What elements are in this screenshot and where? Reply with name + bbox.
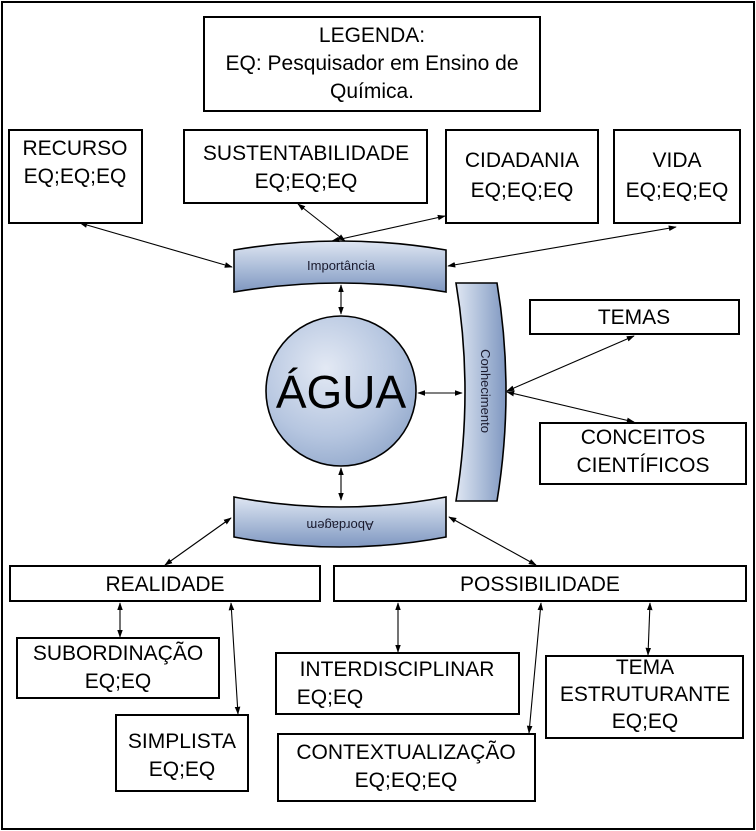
legend-title: LEGENDA: [319, 24, 425, 47]
conceitos-box: CONCEITOS CIENTÍFICOS [539, 422, 747, 485]
cidadania-box: CIDADANIA EQ;EQ;EQ [445, 129, 599, 224]
simplista-codes: EQ;EQ [149, 758, 216, 781]
interdisciplinar-box: INTERDISCIPLINAR EQ;EQ [275, 652, 520, 715]
legend-box: LEGENDA: EQ: Pesquisador em Ensino de Qu… [203, 16, 541, 112]
simplista-box: SIMPLISTA EQ;EQ [115, 714, 249, 792]
conhecimento-label: Conhecimento [478, 349, 493, 433]
contextualizacao-box: CONTEXTUALIZAÇÃO EQ;EQ;EQ [277, 733, 536, 802]
sustentabilidade-box: SUSTENTABILIDADE EQ;EQ;EQ [183, 129, 428, 204]
agua-label: ÁGUA [276, 366, 407, 418]
conceitos-line-1: CONCEITOS [581, 426, 705, 449]
conceitos-line-2: CIENTÍFICOS [576, 454, 709, 477]
interdisciplinar-codes: EQ;EQ [297, 686, 364, 709]
possibilidade-title: POSSIBILIDADE [460, 573, 620, 596]
arrow-possibilidade-tema-estruturante [645, 602, 653, 656]
arrow-possibilidade-contextualizacao [526, 602, 544, 734]
arrow-abordagem-possibilidade [448, 516, 537, 566]
legend-line-3: Química. [330, 80, 414, 103]
contextualizacao-codes: EQ;EQ;EQ [355, 769, 458, 792]
temas-title: TEMAS [598, 306, 670, 329]
tema-estruturante-codes: EQ;EQ [612, 710, 679, 733]
abordagem-label: Abordagem [306, 518, 373, 533]
subordinacao-title: SUBORDINAÇÃO [33, 641, 203, 665]
legend-line-2: EQ: Pesquisador em Ensino de [226, 52, 519, 75]
cidadania-codes: EQ;EQ;EQ [471, 179, 574, 202]
recurso-box: RECURSO EQ;EQ;EQ [8, 129, 143, 224]
arrow-conhecimento-conceitos [506, 390, 635, 424]
recurso-codes: EQ;EQ;EQ [24, 165, 127, 188]
arrow-cidadania-importancia [331, 214, 446, 243]
simplista-title: SIMPLISTA [128, 730, 236, 753]
realidade-box: REALIDADE [9, 565, 321, 602]
arrow-vida-importancia [447, 225, 677, 268]
vida-codes: EQ;EQ;EQ [626, 179, 729, 202]
sustentabilidade-codes: EQ;EQ;EQ [255, 170, 358, 193]
agua-circle: ÁGUA [265, 315, 417, 467]
contextualizacao-title: CONTEXTUALIZAÇÃO [296, 740, 515, 764]
temas-box: TEMAS [529, 299, 740, 335]
possibilidade-box: POSSIBILIDADE [333, 565, 747, 602]
interdisciplinar-title: INTERDISCIPLINAR [300, 658, 495, 681]
tema-estruturante-box: TEMA ESTRUTURANTE EQ;EQ [545, 655, 744, 739]
subordinacao-box: SUBORDINAÇÃO EQ;EQ [16, 637, 220, 699]
abordagem-band: Abordagem [233, 496, 447, 548]
subordinacao-codes: EQ;EQ [85, 670, 152, 693]
tema-estruturante-line-2: ESTRUTURANTE [560, 683, 730, 706]
conhecimento-band: Conhecimento [455, 282, 507, 502]
arrow-recurso-importancia [79, 222, 233, 268]
arrow-conhecimento-temas [506, 335, 635, 392]
arrow-abordagem-realidade [164, 517, 232, 566]
vida-title: VIDA [652, 149, 701, 172]
connectors [79, 203, 677, 734]
importancia-band: Importância [233, 240, 447, 293]
recurso-title: RECURSO [22, 137, 127, 160]
realidade-title: REALIDADE [105, 573, 224, 596]
importancia-label: Importância [307, 258, 376, 273]
sustentabilidade-title: SUSTENTABILIDADE [203, 142, 409, 165]
vida-box: VIDA EQ;EQ;EQ [613, 129, 741, 224]
tema-estruturante-line-1: TEMA [616, 656, 674, 679]
cidadania-title: CIDADANIA [465, 149, 579, 172]
arrow-realidade-simplista [228, 602, 241, 715]
